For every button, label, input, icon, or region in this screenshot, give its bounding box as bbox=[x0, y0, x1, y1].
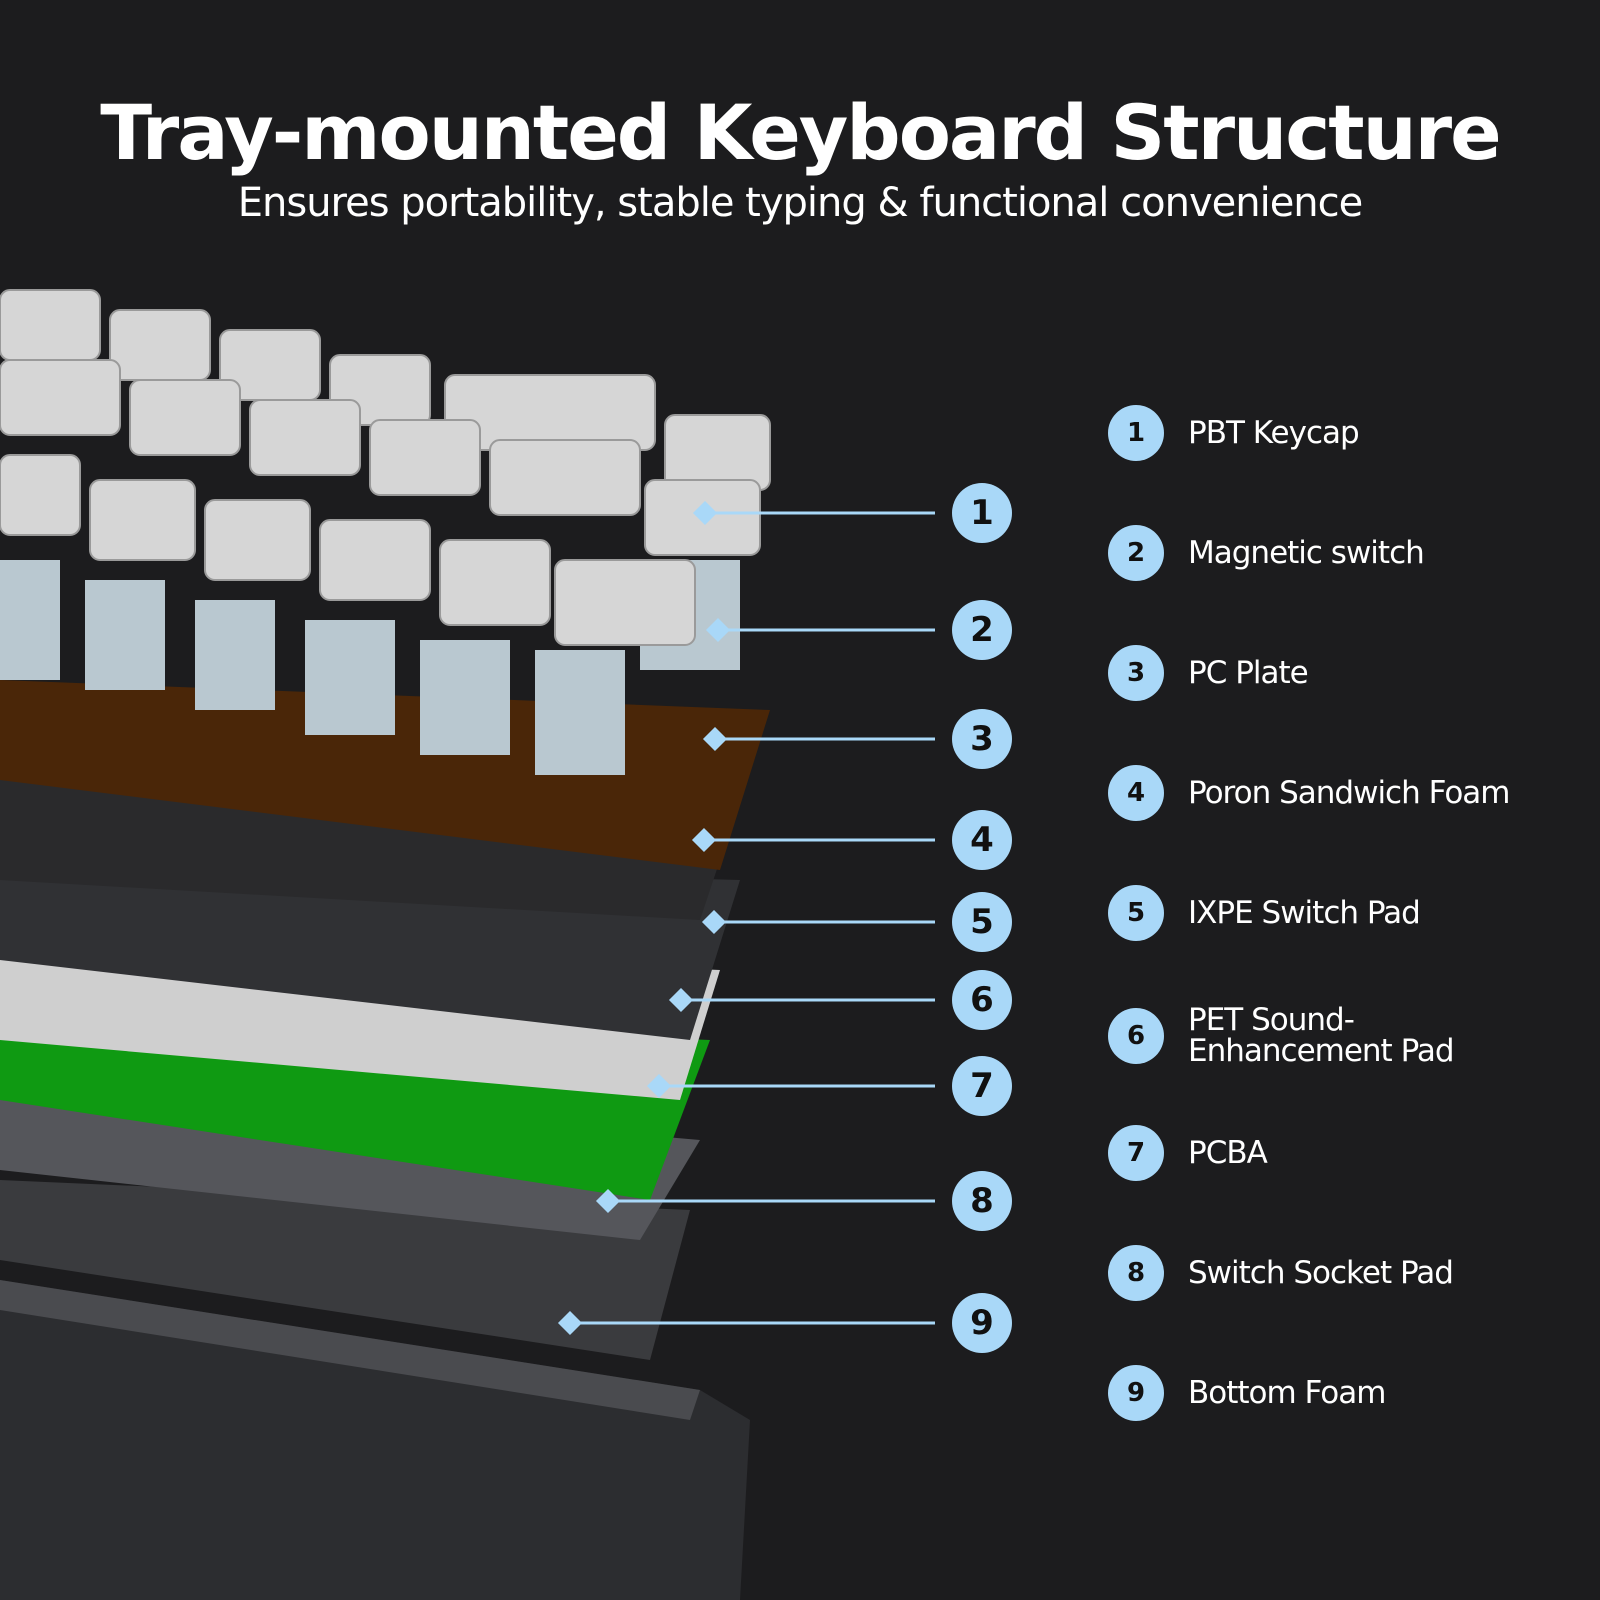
callout-5: 5 bbox=[952, 892, 1012, 952]
page-subtitle: Ensures portability, stable typing & fun… bbox=[237, 180, 1364, 226]
legend-item: 6 PET Sound-Enhancement Pad bbox=[1108, 1005, 1468, 1067]
legend-number: 3 bbox=[1108, 645, 1164, 701]
callout-1: 1 bbox=[952, 483, 1012, 543]
page-title: Tray-mounted Keyboard Structure bbox=[100, 88, 1501, 177]
keyboard-case bbox=[0, 1280, 750, 1600]
legend-item: 8 Switch Socket Pad bbox=[1108, 1245, 1528, 1301]
layer-switches bbox=[0, 560, 740, 775]
legend-label: PC Plate bbox=[1188, 654, 1309, 691]
callout-6: 6 bbox=[952, 970, 1012, 1030]
case-rim bbox=[0, 1280, 700, 1420]
legend-label: PET Sound-Enhancement Pad bbox=[1188, 1002, 1455, 1069]
legend-item: 1 PBT Keycap bbox=[1108, 405, 1528, 461]
legend-number: 7 bbox=[1108, 1125, 1164, 1181]
legend-item: 4 Poron Sandwich Foam bbox=[1108, 765, 1528, 821]
legend-item: 5 IXPE Switch Pad bbox=[1108, 885, 1528, 941]
legend-number: 8 bbox=[1108, 1245, 1164, 1301]
legend-item: 2 Magnetic switch bbox=[1108, 525, 1528, 581]
legend-item: 9 Bottom Foam bbox=[1108, 1365, 1528, 1421]
legend-number: 2 bbox=[1108, 525, 1164, 581]
callout-3: 3 bbox=[952, 709, 1012, 769]
legend-label: Bottom Foam bbox=[1188, 1374, 1386, 1411]
callout-9: 9 bbox=[952, 1293, 1012, 1353]
legend-label: Magnetic switch bbox=[1188, 534, 1425, 571]
legend-number: 5 bbox=[1108, 885, 1164, 941]
legend-number: 6 bbox=[1108, 1008, 1164, 1064]
legend-label: Poron Sandwich Foam bbox=[1188, 774, 1511, 811]
legend-label: Switch Socket Pad bbox=[1188, 1254, 1454, 1291]
callout-2: 2 bbox=[952, 600, 1012, 660]
callout-4: 4 bbox=[952, 810, 1012, 870]
legend-item: 7 PCBA bbox=[1108, 1125, 1528, 1181]
callout-7: 7 bbox=[952, 1056, 1012, 1116]
callout-8: 8 bbox=[952, 1171, 1012, 1231]
layer-keycaps bbox=[0, 289, 771, 646]
callout-leader-lines bbox=[557, 500, 935, 1336]
legend-number: 9 bbox=[1108, 1365, 1164, 1421]
legend-label: PBT Keycap bbox=[1188, 414, 1360, 451]
legend-label: PCBA bbox=[1188, 1134, 1268, 1171]
legend-item: 3 PC Plate bbox=[1108, 645, 1528, 701]
legend-label: IXPE Switch Pad bbox=[1188, 894, 1421, 931]
legend-number: 4 bbox=[1108, 765, 1164, 821]
legend-number: 1 bbox=[1108, 405, 1164, 461]
